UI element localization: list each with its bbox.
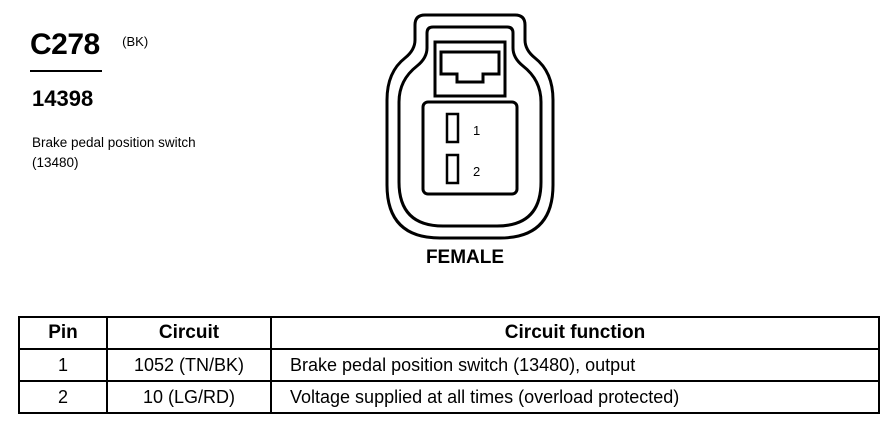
header-circuit-function: Circuit function — [270, 316, 880, 350]
connector-gender-label: FEMALE — [425, 247, 505, 268]
table-row: 2 10 (LG/RD) Voltage supplied at all tim… — [18, 380, 880, 414]
pin-2-socket — [445, 153, 460, 185]
header-divider — [30, 70, 102, 72]
pin-1-socket — [445, 112, 460, 144]
connector-description: Brake pedal position switch (13480) — [32, 135, 196, 170]
header-circuit: Circuit — [106, 316, 272, 350]
connector-face-diagram: 1 2 — [385, 13, 555, 240]
cell-circuit-function: Brake pedal position switch (13480), out… — [270, 348, 880, 382]
connector-outer-shell — [385, 13, 555, 240]
header-pin: Pin — [18, 316, 108, 350]
latch-detail — [439, 50, 501, 84]
cell-circuit: 10 (LG/RD) — [106, 380, 272, 414]
table-row: 1 1052 (TN/BK) Brake pedal position swit… — [18, 348, 880, 382]
pinout-table: Pin Circuit Circuit function 1 1052 (TN/… — [18, 316, 880, 414]
cell-pin: 1 — [18, 348, 108, 382]
pin-1-label: 1 — [473, 123, 480, 138]
connector-color: (BK) — [122, 34, 149, 49]
pin-2-label: 2 — [473, 164, 480, 179]
connector-inner-shell — [397, 25, 543, 228]
cell-circuit-function: Voltage supplied at all times (overload … — [270, 380, 880, 414]
locking-tab — [433, 40, 507, 98]
table-header-row: Pin Circuit Circuit function — [18, 316, 880, 350]
cell-pin: 2 — [18, 380, 108, 414]
part-number: 14398 — [32, 86, 94, 111]
connector-code: C278 — [30, 28, 100, 61]
pin-block — [421, 100, 519, 196]
connector-header: C278 (BK) — [30, 28, 230, 62]
cell-circuit: 1052 (TN/BK) — [106, 348, 272, 382]
